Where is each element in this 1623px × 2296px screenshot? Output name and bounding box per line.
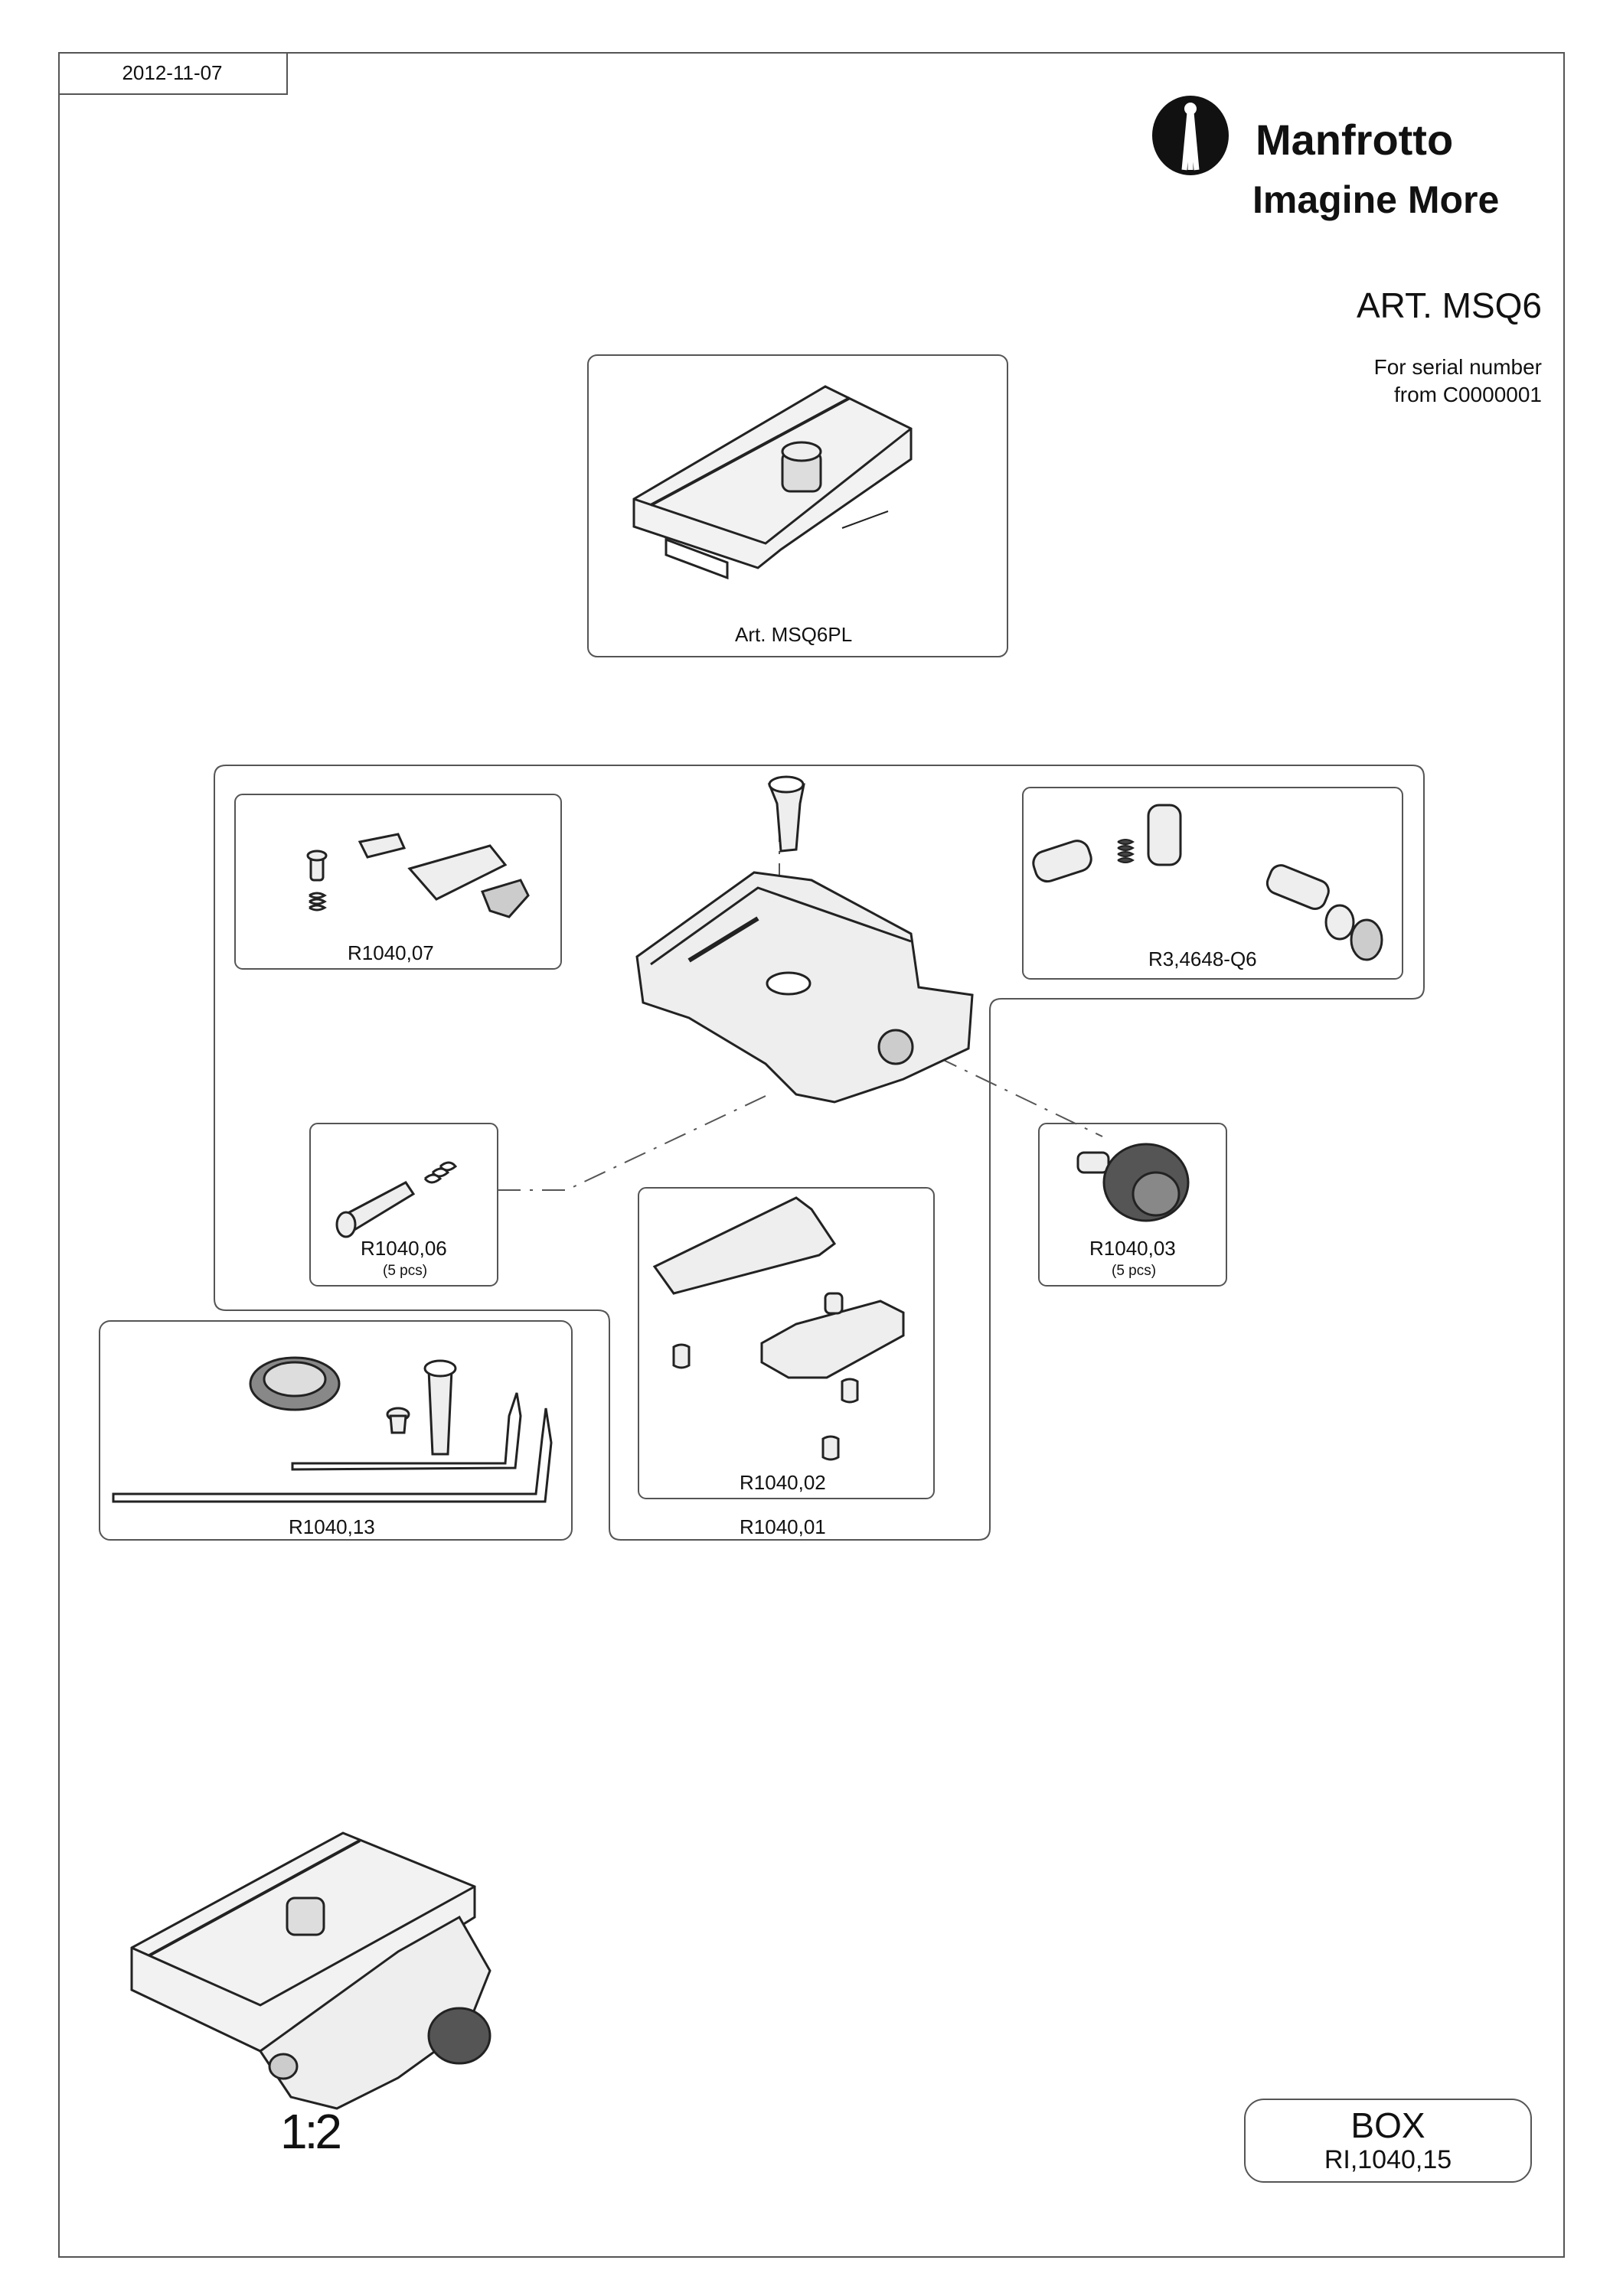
box-title: BOX	[1350, 2105, 1425, 2145]
label-r1040-07: R1040,07	[348, 941, 434, 964]
r1040-13-panel	[99, 1320, 573, 1541]
r1040-02-panel	[638, 1187, 935, 1499]
r3-4648-panel	[1022, 787, 1403, 980]
leader-r1040-03	[895, 1036, 1103, 1137]
label-r1040-02: R1040,02	[740, 1471, 826, 1494]
label-r1040-03: R1040,03	[1089, 1237, 1176, 1260]
main-group-outline	[214, 765, 1425, 1541]
manfrotto-tripod-logo-icon	[1152, 96, 1229, 175]
serial-line-1: For serial number	[1373, 355, 1542, 379]
drawing-sheet-border	[58, 52, 1565, 2258]
box-label: BOX RI,1040,15	[1244, 2099, 1532, 2183]
article-number: ART. MSQ6	[1357, 285, 1542, 325]
date-text: 2012-11-07	[122, 60, 223, 84]
r1040-03-panel	[1038, 1123, 1227, 1287]
label-r1040-01: R1040,01	[740, 1515, 826, 1538]
r1040-06-panel	[309, 1123, 498, 1287]
label-r1040-13: R1040,13	[289, 1515, 375, 1538]
r3-4648-parts-drawing	[1032, 804, 1383, 961]
qty-r1040-03: (5 pcs)	[1112, 1263, 1157, 1279]
r1040-07-parts-drawing	[306, 833, 530, 918]
date-box: 2012-11-07	[58, 52, 288, 95]
qty-r1040-06: (5 pcs)	[383, 1263, 428, 1279]
brand-name: Manfrotto	[1256, 116, 1454, 164]
serial-info: For serial number from C0000001	[1374, 354, 1542, 409]
serial-line-2: from C0000001	[1393, 383, 1542, 406]
scale-label: 1:2	[280, 2104, 342, 2159]
assembled-view-drawing	[130, 1831, 491, 2110]
brand-slogan: Imagine More	[1252, 178, 1500, 221]
r1040-07-panel	[234, 794, 562, 970]
label-r3-4648: R3,4648-Q6	[1148, 947, 1257, 970]
r1040-02-parts-drawing	[652, 1196, 905, 1461]
leader-r1040-06	[498, 1095, 766, 1191]
label-r1040-06: R1040,06	[361, 1237, 447, 1260]
base-body-drawing	[635, 775, 974, 1104]
label-msq6pl: Art. MSQ6PL	[735, 623, 853, 646]
r1040-06-parts-drawing	[335, 1161, 458, 1238]
r1040-13-parts-drawing	[112, 1356, 553, 1503]
r1040-03-parts-drawing	[1076, 1143, 1190, 1222]
box-code: RI,1040,15	[1324, 2145, 1452, 2174]
plate-panel	[587, 354, 1008, 657]
plate-msq6pl-drawing	[632, 385, 913, 580]
